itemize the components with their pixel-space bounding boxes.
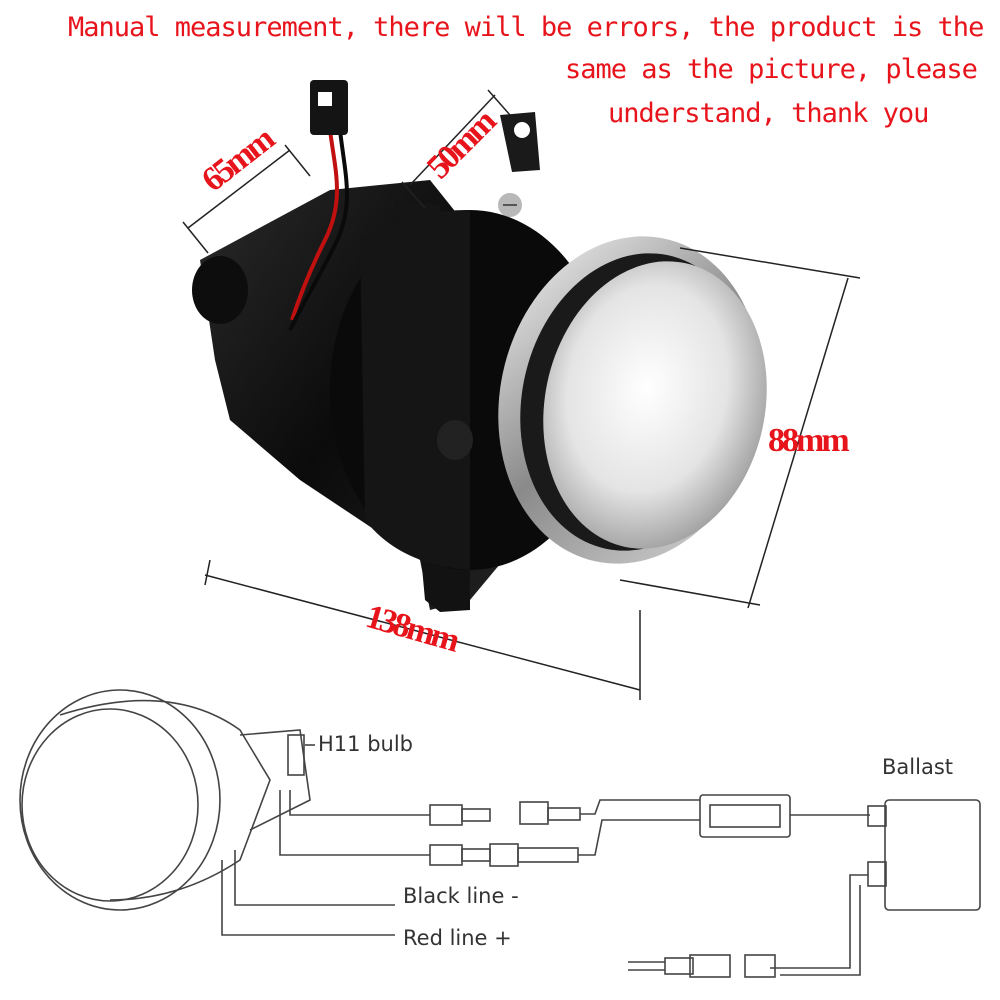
wiring-diagram <box>19 689 981 978</box>
label-ballast: Ballast <box>882 755 953 779</box>
label-black-line: Black line - <box>403 884 519 908</box>
dimension-lines <box>182 89 861 700</box>
connector-plug <box>310 80 348 135</box>
label-h11-bulb: H11 bulb <box>318 732 413 756</box>
lens <box>543 261 767 549</box>
notice-line-1: Manual measurement, there will be errors… <box>68 12 984 43</box>
dimension-88mm: 88mm <box>768 422 850 459</box>
notice-line-2: same as the picture, please <box>565 54 978 85</box>
mount-hole <box>514 122 530 138</box>
label-red-line: Red line + <box>403 926 512 950</box>
fog-lamp <box>192 80 767 612</box>
notice-line-3: understand, thank you <box>608 98 929 129</box>
